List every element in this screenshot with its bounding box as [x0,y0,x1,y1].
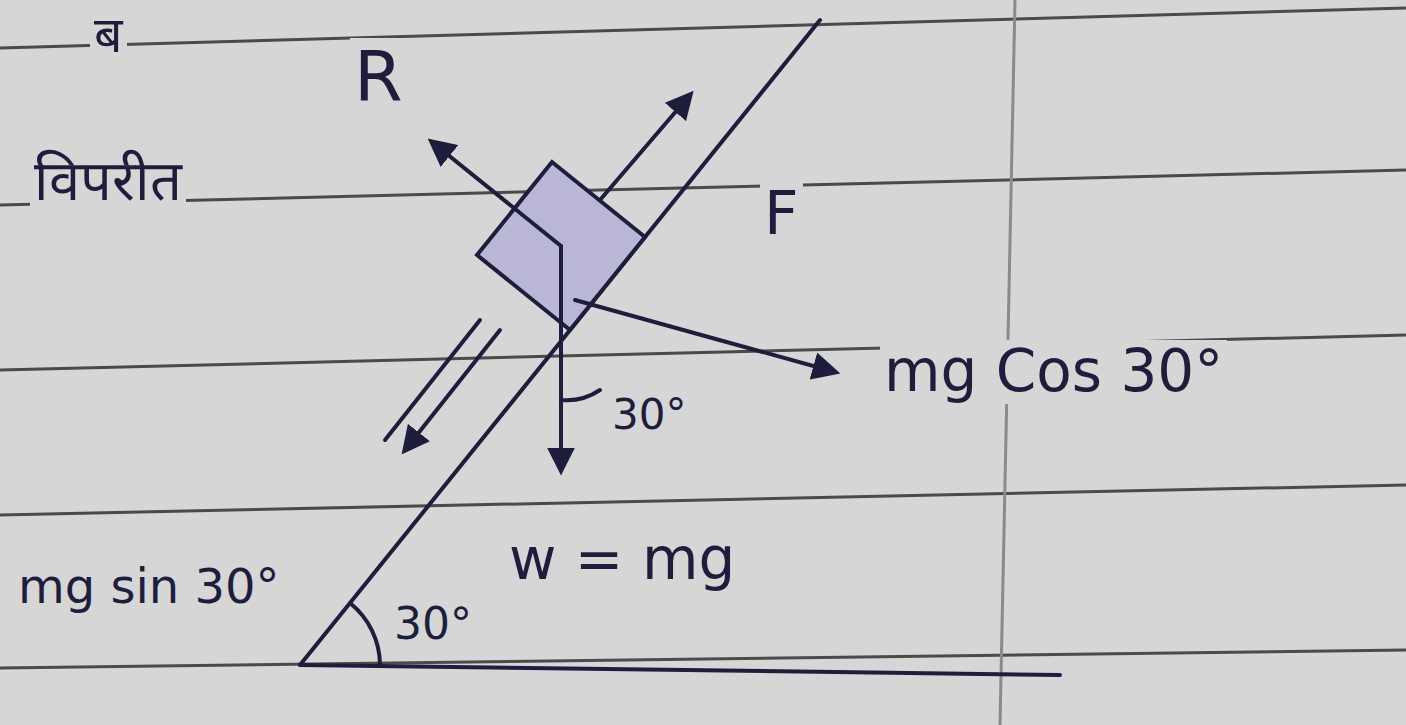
weight-label: w = mg [505,528,739,592]
ruled-line [0,170,1406,205]
cos-component-arrow [575,300,835,372]
ruled-line [0,650,1406,668]
friction-label: F [760,180,803,246]
weight-arrow [559,246,563,470]
ruled-line [0,485,1406,515]
component-label: mg Cos 30° [880,340,1227,404]
sin-component-line [385,320,480,440]
ground-line [300,665,1060,675]
note-text: विपरीत [30,150,186,212]
angle-label: 30° [608,392,690,438]
component-label: mg sin 30° [14,560,284,613]
incline-line [300,20,820,665]
friction-arrow [600,95,690,200]
sin-component-arrow [405,330,500,450]
normal-force-label: R [350,38,407,115]
ruled-line [0,8,1406,48]
angle-label: 30° [390,600,476,648]
letter-note: ब [90,8,127,63]
angle-arc [350,603,380,665]
normal-arrow [432,142,561,246]
angle-arc [561,390,600,400]
